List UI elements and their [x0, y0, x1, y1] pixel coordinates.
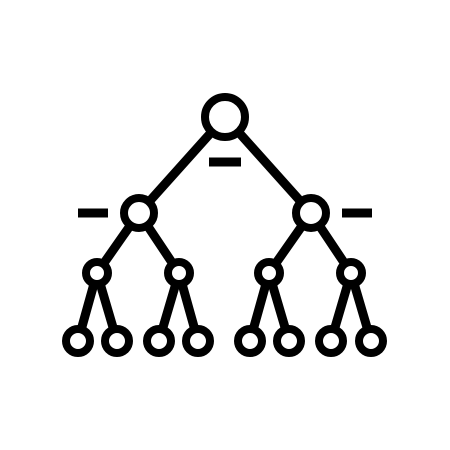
minus-markers — [78, 157, 372, 218]
level2-node-2 — [164, 258, 194, 288]
leaf-node-6 — [273, 325, 305, 357]
leaf-node-3 — [143, 325, 175, 357]
leaf-node-4 — [182, 325, 214, 357]
leaf-node-2 — [101, 325, 133, 357]
tree-edges — [73, 112, 376, 346]
leaf-node-8 — [355, 325, 387, 357]
level1-node-left — [120, 194, 158, 232]
tree-nodes — [62, 93, 387, 357]
level1-node-right — [292, 194, 330, 232]
leaf-node-1 — [62, 325, 94, 357]
root-node — [201, 93, 249, 141]
level2-node-4 — [336, 258, 366, 288]
leaf-node-5 — [234, 325, 266, 357]
leaf-node-7 — [315, 325, 347, 357]
level2-node-1 — [82, 258, 112, 288]
level2-node-3 — [254, 258, 284, 288]
